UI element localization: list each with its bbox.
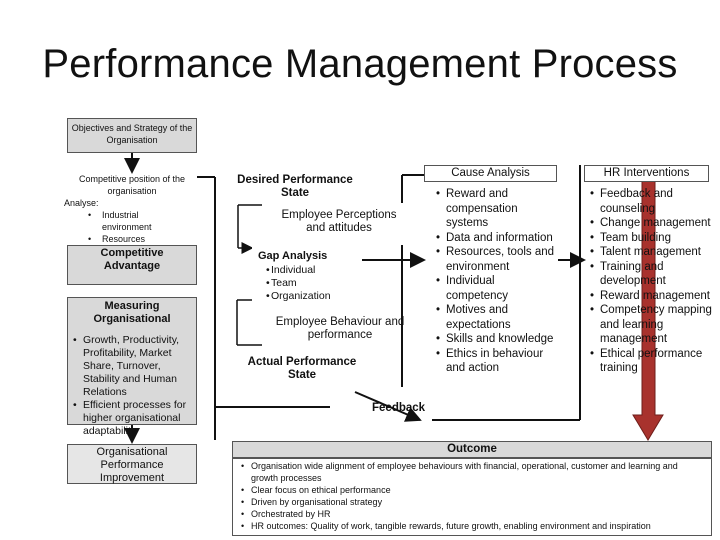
hr-item: Reward management bbox=[590, 289, 714, 304]
hr-item: Talent management bbox=[590, 245, 714, 260]
outcome-item: Driven by organisational strategy bbox=[241, 496, 707, 508]
hr-heading-box: HR Interventions bbox=[584, 165, 709, 182]
feedback-arrow bbox=[354, 391, 422, 422]
improvement-box: Organisational Performance Improvement bbox=[67, 444, 197, 484]
measuring-list: Growth, Productivity, Profitability, Mar… bbox=[73, 334, 195, 438]
cause-item: Data and information bbox=[436, 231, 558, 246]
analyse-item: Resources bbox=[88, 233, 188, 245]
desired-state: Desired Performance State bbox=[237, 174, 353, 199]
feedback-label: Feedback bbox=[372, 402, 426, 414]
analyse-label: Analyse: bbox=[64, 198, 99, 208]
hr-list: Feedback and counseling Change managemen… bbox=[590, 187, 714, 376]
outcome-item: Organisation wide alignment of employee … bbox=[241, 460, 707, 484]
outcome-heading-box: Outcome bbox=[232, 441, 712, 458]
cause-item: Individual competency bbox=[436, 274, 558, 303]
outcome-item: Orchestrated by HR bbox=[241, 508, 707, 520]
gap-list: Individual Team Organization bbox=[266, 264, 331, 303]
behaviour-text: Employee Behaviour and performance bbox=[275, 316, 405, 341]
hr-item: Ethical performance training bbox=[590, 347, 714, 376]
competitive-advantage-box: Competitive Advantage bbox=[67, 245, 197, 285]
cause-item: Motives and expectations bbox=[436, 303, 558, 332]
analyse-item: Industrial environment bbox=[88, 209, 188, 233]
measuring-box: Measuring Organisational Growth, Product… bbox=[67, 297, 197, 437]
objectives-box: Objectives and Strategy of the Organisat… bbox=[67, 118, 197, 153]
cause-item: Resources, tools and environment bbox=[436, 245, 558, 274]
cause-item: Reward and compensation systems bbox=[436, 187, 558, 231]
improvement-text: Organisational Performance Improvement bbox=[96, 446, 168, 484]
outcome-item: HR outcomes: Quality of work, tangible r… bbox=[241, 520, 707, 532]
outcome-list: Organisation wide alignment of employee … bbox=[241, 460, 707, 532]
hr-item: Team building bbox=[590, 231, 714, 246]
hr-item: Training and development bbox=[590, 260, 714, 289]
hr-item: Competency mapping and learning manageme… bbox=[590, 303, 714, 347]
outcome-box: Organisation wide alignment of employee … bbox=[232, 458, 712, 536]
gap-item: Team bbox=[266, 277, 331, 290]
cause-heading-box: Cause Analysis bbox=[424, 165, 557, 182]
perceptions-text: Employee Perceptions and attitudes bbox=[281, 209, 397, 234]
perceptions-box: Employee Perceptions and attitudes bbox=[262, 203, 404, 245]
measuring-item: Efficient processes for higher organisat… bbox=[73, 399, 195, 438]
cause-item: Ethics in behaviour and action bbox=[436, 347, 558, 376]
hr-item: Change management bbox=[590, 216, 714, 231]
actual-state: Actual Performance State bbox=[247, 356, 357, 381]
gap-analysis-box: Gap Analysis Individual Team Organizatio… bbox=[252, 246, 362, 304]
measuring-item: Growth, Productivity, Profitability, Mar… bbox=[73, 334, 195, 399]
outcome-heading: Outcome bbox=[447, 443, 497, 455]
cause-heading: Cause Analysis bbox=[451, 167, 530, 179]
cause-list: Reward and compensation systems Data and… bbox=[436, 187, 558, 376]
competitive-advantage-text: Competitive Advantage bbox=[100, 247, 164, 272]
gap-item: Individual bbox=[266, 264, 331, 277]
measuring-heading: Measuring Organisational bbox=[93, 300, 171, 325]
objectives-text: Objectives and Strategy of the Organisat… bbox=[71, 123, 193, 145]
hr-heading: HR Interventions bbox=[603, 167, 690, 179]
cause-item: Skills and knowledge bbox=[436, 332, 558, 347]
page-title: Performance Management Process bbox=[42, 42, 678, 86]
gap-item: Organization bbox=[266, 290, 331, 303]
analyse-list: Industrial environment Resources bbox=[88, 209, 188, 245]
gap-heading: Gap Analysis bbox=[258, 250, 328, 262]
hr-item: Feedback and counseling bbox=[590, 187, 714, 216]
competitive-position-text: Competitive position of the organisation bbox=[78, 174, 186, 196]
outcome-item: Clear focus on ethical performance bbox=[241, 484, 707, 496]
